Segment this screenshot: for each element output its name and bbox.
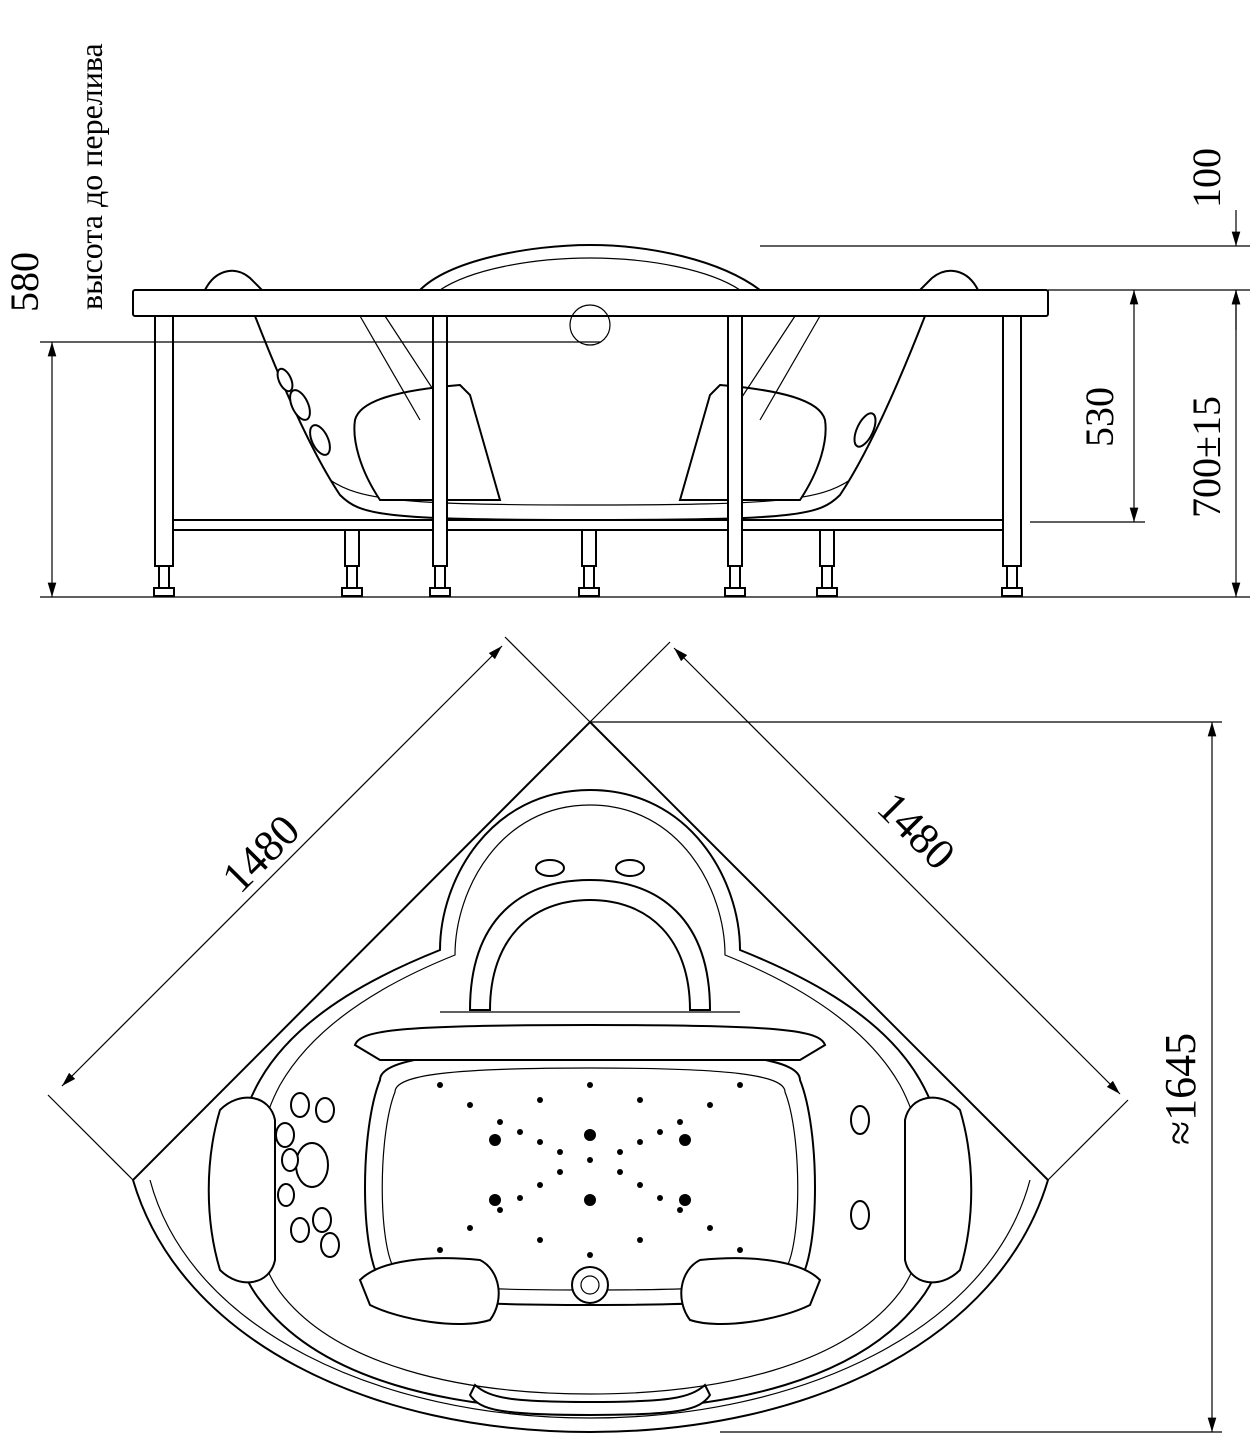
left-jets [275, 1092, 340, 1258]
air-jet-dots [437, 1082, 743, 1258]
legs [153, 315, 1023, 597]
dim-530-label: 530 [1077, 387, 1122, 447]
dim-100-label: 100 [1184, 148, 1229, 208]
dim-700-label: 700±15 [1184, 396, 1229, 518]
dim-height-1645-label: ≈1645 [1156, 1033, 1205, 1145]
dim-right-1480-label: 1480 [868, 782, 965, 879]
dim-left-1480-label: 1480 [212, 805, 309, 902]
dim-580-label: 580 [2, 252, 47, 312]
overflow-height-label: высота до перелива [73, 43, 109, 310]
side-view: 580 высота до перелива 100 530 700±15 [2, 43, 1250, 598]
top-view: 1480 1480 ≈1645 [47, 636, 1222, 1434]
